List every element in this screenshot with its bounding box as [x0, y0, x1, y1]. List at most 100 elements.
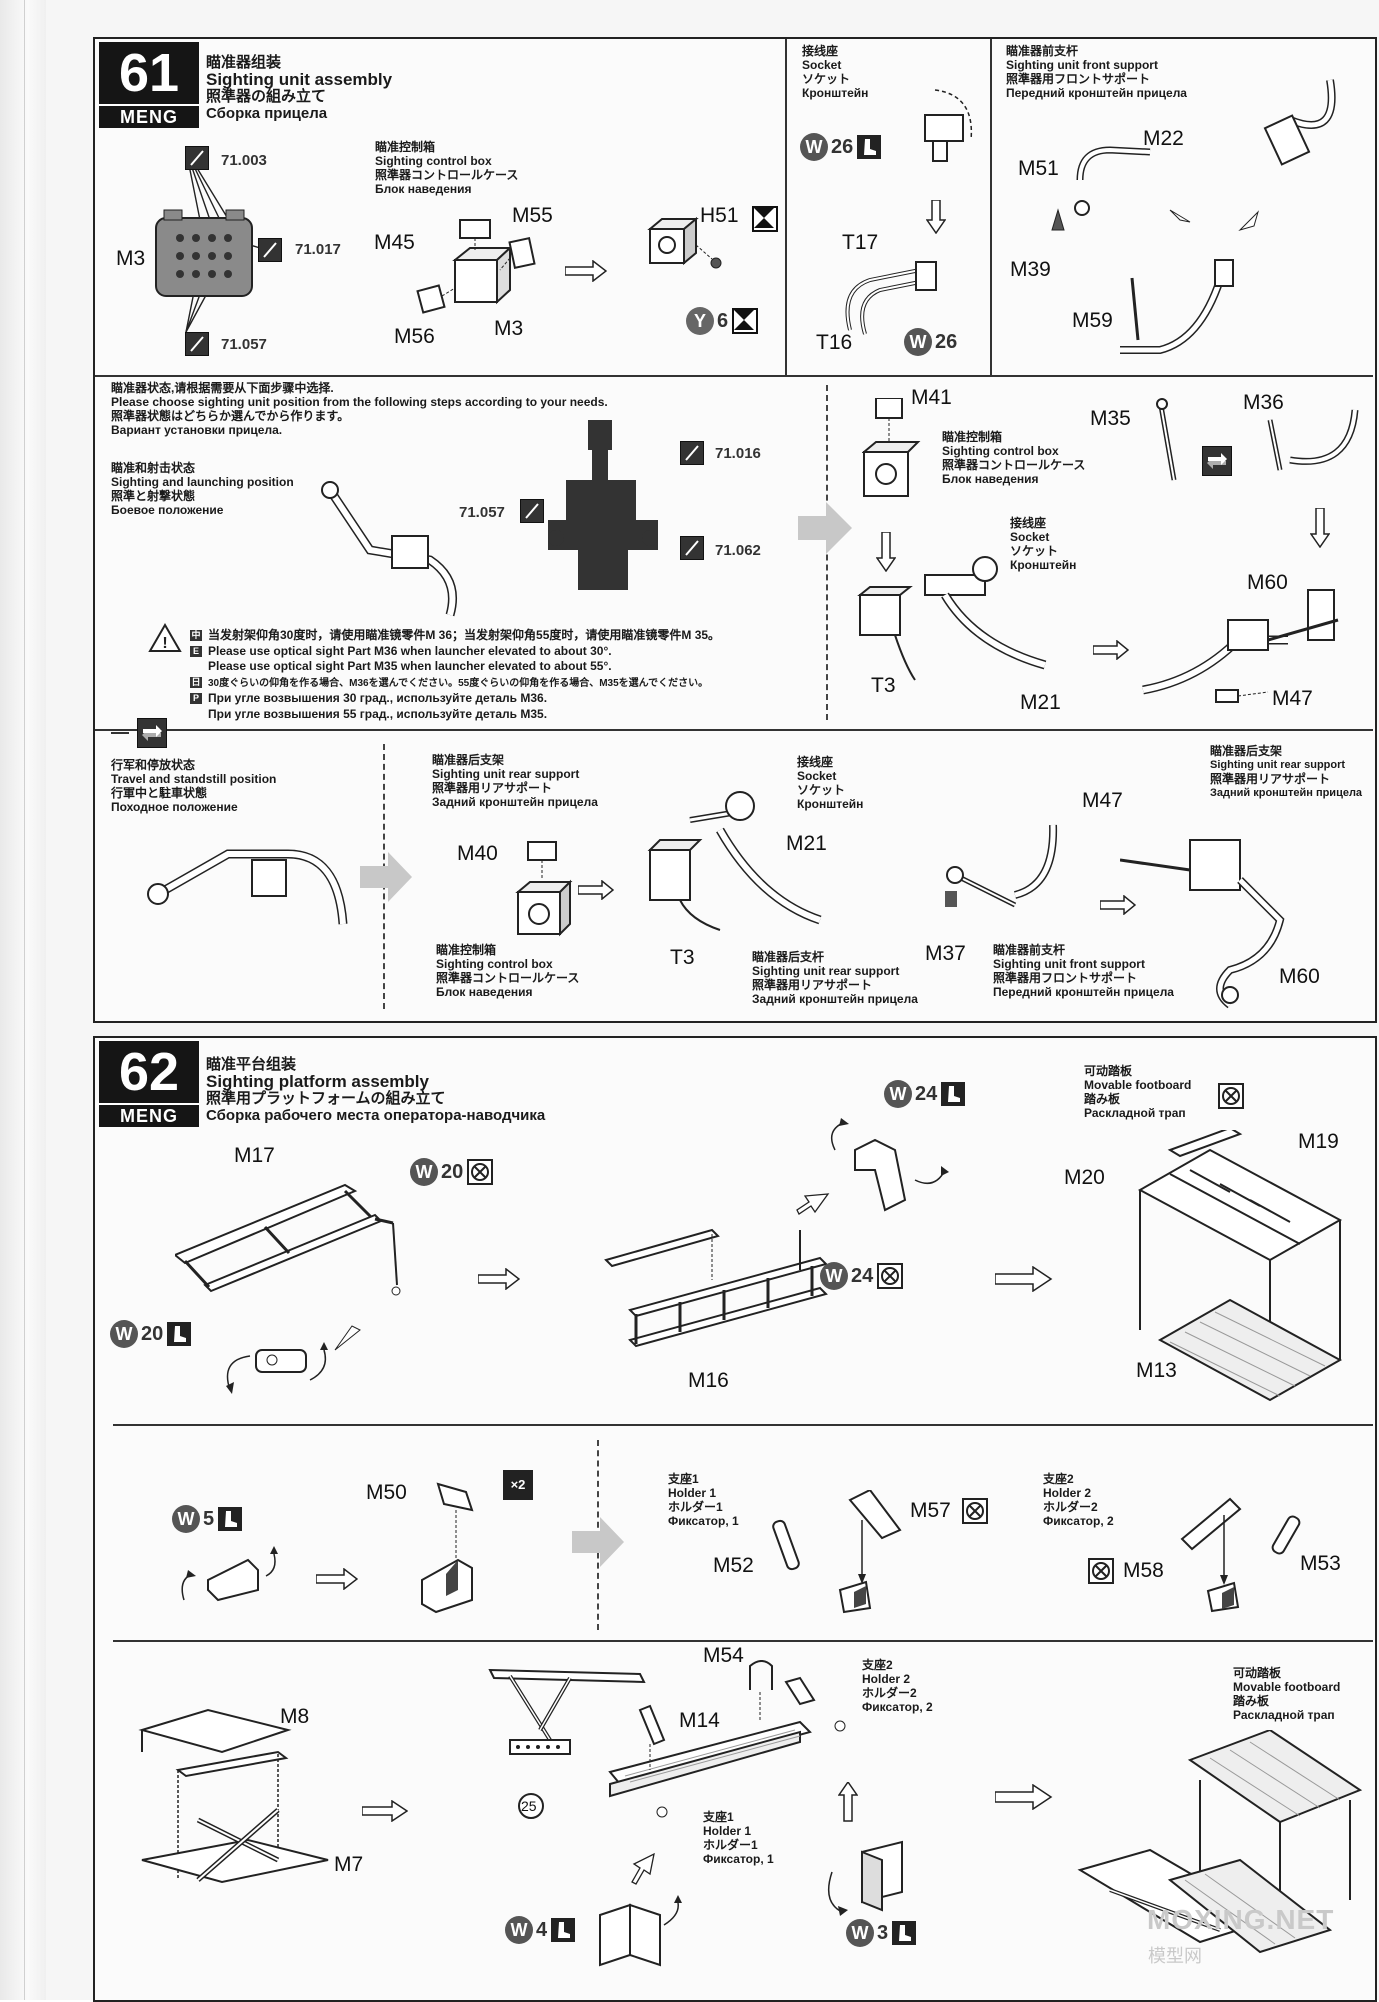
part-label: M39	[1010, 258, 1051, 281]
paint-brush-icon	[680, 536, 704, 560]
part-label: M45	[374, 231, 415, 254]
paint-ref: 71.062	[715, 542, 761, 559]
cut-mark-icon	[732, 308, 759, 334]
label-ru: Фиксатор, 2	[862, 1700, 933, 1714]
part-label: T3	[871, 674, 896, 697]
glue-circle-icon: W	[820, 1262, 848, 1290]
part-label: M60	[1279, 965, 1320, 988]
watermark-text: MOXING.NET	[1147, 1904, 1335, 1935]
paint-ref: 71.057	[459, 504, 505, 521]
label-en: Movable footboard	[1233, 1680, 1341, 1694]
callout-number: 25	[521, 1798, 537, 1814]
step-number: 62	[99, 1041, 199, 1103]
boot-icon	[167, 1322, 192, 1346]
label-ja: ソケット	[797, 783, 846, 797]
label-en: Sighting control box	[375, 154, 492, 168]
part-label: M55	[512, 204, 553, 227]
boot-icon	[857, 135, 882, 159]
glue-circle-icon: W	[904, 328, 932, 356]
part-label: M14	[679, 1709, 720, 1732]
label-zh: 行军和停放状态	[111, 758, 196, 772]
part-label: T3	[670, 946, 695, 969]
travel-position-label: 行军和停放状态 Travel and standstill position 行…	[111, 758, 276, 814]
label-ja: ホルダー1	[703, 1838, 758, 1852]
label-ja: 照準と射撃状態	[111, 489, 196, 503]
label-zh: 瞄准控制箱	[942, 430, 1003, 444]
cut-mark-icon	[752, 206, 778, 232]
part-label: M35	[1090, 407, 1131, 430]
part-label: M53	[1300, 1552, 1341, 1575]
label-ja: 照準器用リアサポート	[752, 978, 873, 992]
title-ru: Сборка рабочего места оператора-наводчик…	[206, 1107, 546, 1124]
no-glue-icon	[877, 1263, 904, 1289]
glue-number: 20	[441, 1160, 464, 1183]
control-box-label: 瞄准控制箱 Sighting control box 照準器コントロールケース …	[375, 140, 518, 196]
footboard-label: 可动踏板 Movable footboard 踏み板 Раскладной тр…	[1084, 1064, 1191, 1120]
divider	[113, 1640, 1373, 1642]
page-binding-edge	[0, 0, 46, 2000]
sight-options-drawing	[1156, 398, 1359, 481]
part-label: M60	[1247, 571, 1288, 594]
ladder-m16-drawing	[604, 1228, 828, 1348]
label-ru: Задний кронштейн прицела	[432, 795, 598, 809]
label-zh: 瞄准控制箱	[436, 943, 497, 957]
label-zh: 瞄准器后支架	[1210, 744, 1283, 758]
next-arrow	[362, 1800, 408, 1822]
paint-brush-icon	[680, 441, 704, 465]
paint-ref: 71.003	[221, 152, 267, 169]
control-box-exploded-drawing	[416, 219, 536, 314]
glue-number: 24	[851, 1264, 874, 1287]
control-box-drawing	[515, 841, 573, 937]
label-zh: 瞄准器前支杆	[993, 943, 1066, 957]
control-box-label: 瞄准控制箱 Sighting control box 照準器コントロールケース …	[436, 943, 579, 999]
holder-1-label: 支座1 Holder 1 ホルダー1 Фиксатор, 1	[668, 1472, 739, 1528]
label-zh: 支座2	[1043, 1472, 1074, 1486]
label-ja: ソケット	[802, 72, 851, 86]
socket-label: 接线座 Socket ソケット Кронштейн	[802, 44, 868, 100]
label-zh: 瞄准和射击状态	[111, 461, 196, 475]
glue-circle-icon: Y	[686, 307, 714, 335]
label-ja: ホルダー1	[668, 1500, 723, 1514]
front-support-label: 瞄准器前支杆 Sighting unit front support 照準器用フ…	[993, 943, 1174, 999]
label-ja: 照準器コントロールケース	[436, 971, 580, 985]
step-number: 61	[99, 42, 199, 104]
no-glue-icon	[962, 1498, 988, 1524]
part-label: M50	[366, 1481, 407, 1504]
warning-icon: !	[148, 623, 182, 652]
label-ru: Блок наведения	[942, 472, 1039, 486]
label-zh: 支座1	[668, 1472, 699, 1486]
warning-en: Please use optical sight Part M36 when l…	[208, 643, 612, 658]
label-en: Socket	[1010, 530, 1050, 544]
next-arrow	[995, 1784, 1053, 1810]
label-ru: Фиксатор, 1	[703, 1852, 774, 1866]
part-label: M54	[703, 1644, 744, 1667]
title-zh: 瞄准平台组装	[206, 1056, 297, 1073]
warning-zh: 当发射架仰角30度时，请使用瞄准镜零件M 36；当发射架仰角55度时，请使用瞄准…	[208, 628, 721, 642]
label-ja: 行軍中と駐車状態	[111, 786, 208, 800]
holder-1-label: 支座1 Holder 1 ホルダー1 Фиксатор, 1	[703, 1810, 774, 1866]
rear-support-label: 瞄准器后支架 Sighting unit rear support 照準器用リア…	[432, 753, 598, 809]
lang-ja-icon: 日	[190, 676, 202, 688]
next-arrow	[1100, 895, 1136, 915]
label-en: Travel and standstill position	[111, 772, 277, 786]
part-m50-drawing	[421, 1482, 474, 1614]
label-ja: 照準器状態はどちらか選んでから作ります。	[111, 409, 350, 423]
hinge-drawing	[830, 1118, 949, 1212]
down-arrow	[876, 532, 896, 572]
title-ru: Сборка прицела	[206, 105, 328, 122]
part-label: M37	[925, 942, 966, 965]
paint-ref: 71.057	[221, 336, 267, 353]
label-ja: 照準器用リアサポート	[432, 781, 553, 795]
label-ja: 照準器用フロントサポート	[1006, 72, 1151, 86]
title-en: Sighting platform assembly	[206, 1072, 429, 1091]
hinge-rotate-drawing	[226, 1325, 361, 1394]
paint-brush-icon	[185, 332, 209, 356]
lang-en-icon: E	[190, 645, 202, 657]
part-label: M47	[1272, 687, 1313, 710]
glue-number: 26	[831, 135, 854, 158]
brand-logo: MENG	[99, 1103, 199, 1127]
label-ru: Кронштейн	[1010, 558, 1077, 572]
